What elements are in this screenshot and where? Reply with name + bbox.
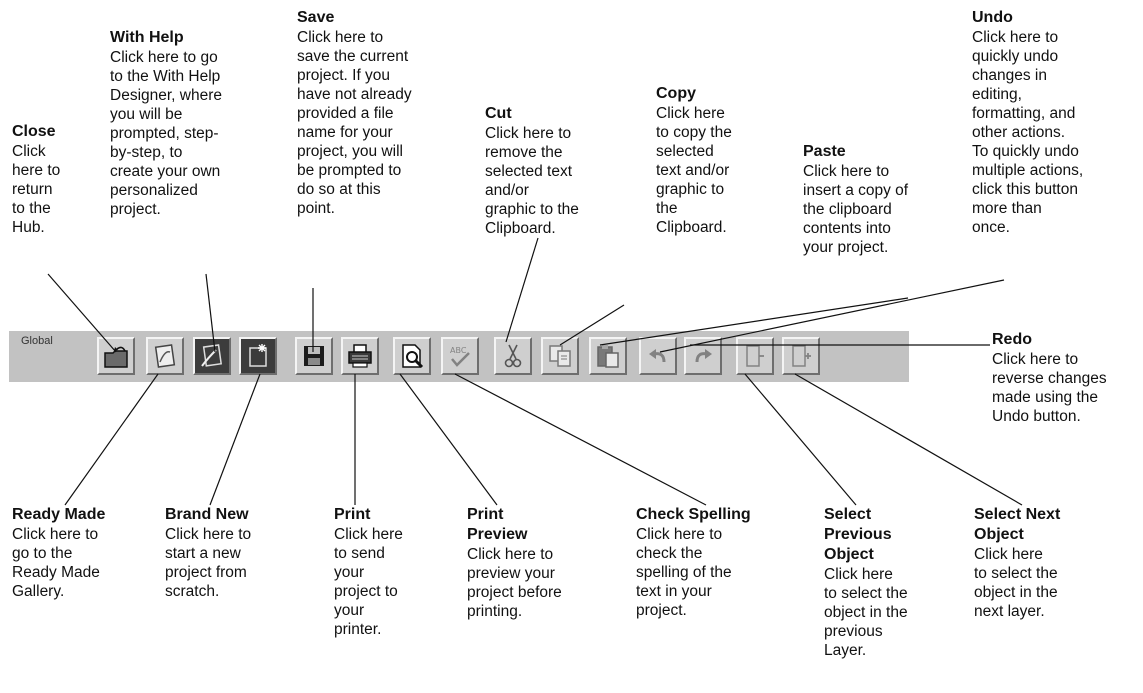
select-previous-object-button[interactable] <box>736 337 774 375</box>
brand-new-icon <box>249 344 267 367</box>
callout-title: Select Previous Object <box>824 506 892 563</box>
callout-copy: Copy Click here to copy the selected tex… <box>656 84 732 237</box>
callout-description: Click here to copy the selected text and… <box>656 105 732 236</box>
callout-brand-new: Brand New Click here to start a new proj… <box>165 505 251 601</box>
callout-title: Copy <box>656 85 696 102</box>
callout-title: Undo <box>972 9 1013 26</box>
callout-description: Click here to select the object in the n… <box>974 546 1058 620</box>
callout-title: Close <box>12 123 56 140</box>
callout-select-next-object: Select Next Object Click here to select … <box>974 505 1060 621</box>
callout-title: Cut <box>485 105 512 122</box>
global-toolbar: Global <box>9 331 909 382</box>
callout-title: Brand New <box>165 506 249 523</box>
callout-title: Print Preview <box>467 506 528 543</box>
callout-description: Click here to go to the With Help Design… <box>110 49 223 218</box>
toolbar-label: Global <box>21 335 53 347</box>
brand-new-button[interactable] <box>239 337 277 375</box>
print-button[interactable] <box>341 337 379 375</box>
callout-title: Redo <box>992 331 1032 348</box>
callout-print: Print Click here to send your project to… <box>334 505 403 639</box>
callout-title: Ready Made <box>12 506 106 523</box>
select-next-object-button[interactable] <box>782 337 820 375</box>
callout-title: Check Spelling <box>636 506 751 523</box>
undo-button[interactable] <box>639 337 677 375</box>
ready-made-button[interactable] <box>146 337 184 375</box>
select-next-icon <box>792 345 811 367</box>
copy-icon <box>549 345 571 367</box>
redo-arrow-icon <box>695 349 712 363</box>
callout-paste: Paste Click here to insert a copy of the… <box>803 142 908 257</box>
callout-close: Close Click here to return to the Hub. <box>12 122 60 237</box>
callout-title: Select Next Object <box>974 506 1061 543</box>
callout-description: Click here to return to the Hub. <box>12 143 61 236</box>
callout-description: Click here to insert a copy of the clipb… <box>803 163 909 256</box>
print-preview-button[interactable] <box>393 337 431 375</box>
magnifier-page-icon <box>402 344 424 369</box>
callout-title: Save <box>297 9 335 26</box>
callout-select-previous-object: Select Previous Object Click here to sel… <box>824 505 908 660</box>
save-button[interactable] <box>295 337 333 375</box>
callout-description: Click here to go to the Ready Made Galle… <box>12 526 100 600</box>
with-help-icon <box>201 344 223 367</box>
copy-button[interactable] <box>541 337 579 375</box>
callout-cut: Cut Click here to remove the selected te… <box>485 104 579 238</box>
callout-description: Click here to preview your project befor… <box>467 546 562 620</box>
paste-button[interactable] <box>589 337 627 375</box>
callout-redo: Redo Click here to reverse changes made … <box>992 330 1107 426</box>
ready-made-icon <box>154 344 176 368</box>
callout-title: With Help <box>110 29 184 46</box>
select-previous-icon <box>746 345 764 367</box>
callout-description: Click here to quickly undo changes in ed… <box>972 29 1084 236</box>
floppy-disk-icon <box>304 346 324 366</box>
callout-description: Click here to check the spelling of the … <box>636 526 732 619</box>
callout-description: Click here to save the current project. … <box>297 29 412 217</box>
callout-description: Click here to send your project to your … <box>334 526 403 638</box>
callout-description: Click here to remove the selected text a… <box>485 125 579 237</box>
undo-arrow-icon <box>649 349 666 363</box>
spell-check-icon: ABC <box>450 346 470 367</box>
close-folder-icon <box>104 346 128 368</box>
callout-check-spelling: Check Spelling Click here to check the s… <box>636 505 751 620</box>
callout-title: Paste <box>803 143 846 160</box>
callout-print-preview: Print Preview Click here to preview your… <box>467 505 562 621</box>
callout-description: Click here to select the object in the p… <box>824 566 908 659</box>
callout-save: Save Click here to save the current proj… <box>297 8 412 218</box>
svg-text:ABC: ABC <box>450 346 467 355</box>
redo-button[interactable] <box>684 337 722 375</box>
callout-title: Print <box>334 506 371 523</box>
printer-icon <box>348 344 372 368</box>
callout-with-help: With Help Click here to go to the With H… <box>110 28 222 219</box>
paste-clipboard-icon <box>597 345 619 368</box>
callout-ready-made: Ready Made Click here to go to the Ready… <box>12 505 105 601</box>
close-button[interactable] <box>97 337 135 375</box>
scissors-icon <box>504 344 522 368</box>
check-spelling-button[interactable]: ABC <box>441 337 479 375</box>
callout-undo: Undo Click here to quickly undo changes … <box>972 8 1083 237</box>
callout-description: Click here to start a new project from s… <box>165 526 252 600</box>
callout-description: Click here to reverse changes made using… <box>992 351 1107 425</box>
cut-button[interactable] <box>494 337 532 375</box>
with-help-button[interactable] <box>193 337 231 375</box>
